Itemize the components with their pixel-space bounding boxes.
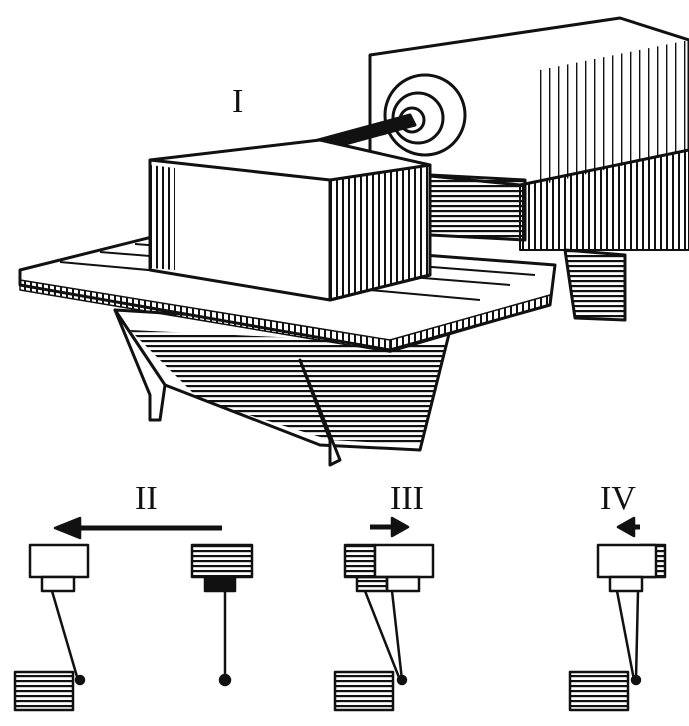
step-3-schematic — [333, 516, 435, 712]
guide-ways — [428, 173, 527, 242]
workpiece-block — [148, 138, 432, 302]
label-step-2: II — [135, 480, 158, 517]
label-step-4: IV — [600, 480, 636, 517]
label-step-3: III — [390, 480, 424, 517]
step-4-schematic — [568, 516, 667, 712]
label-main-view: I — [232, 83, 244, 120]
step-2-schematic — [13, 516, 254, 712]
spindle-head — [298, 16, 689, 251]
